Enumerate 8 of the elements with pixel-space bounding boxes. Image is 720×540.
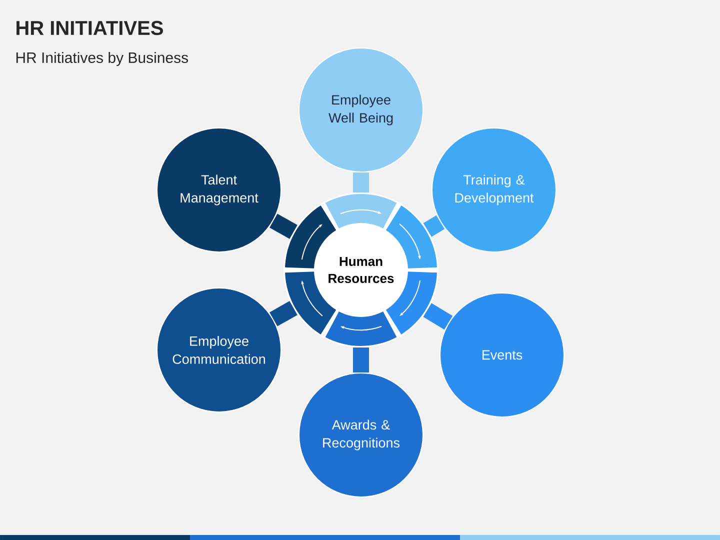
connector [270,301,298,326]
connector [423,215,445,237]
connector [270,214,298,239]
connector [423,303,453,330]
title: HR INITIATIVES [16,20,163,36]
subtitle: HR Initiatives by Business [16,52,188,66]
connector [353,347,369,372]
connector [353,172,369,192]
